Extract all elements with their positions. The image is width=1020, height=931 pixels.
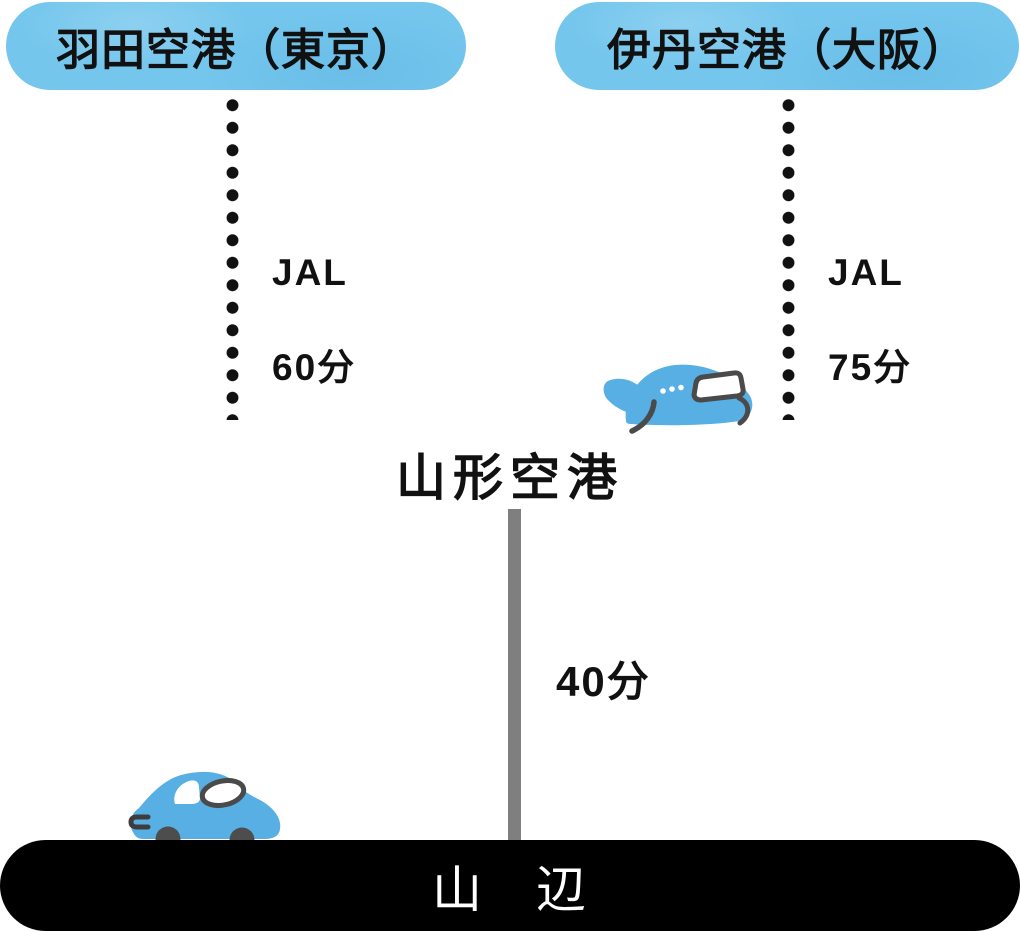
flight-route-itami-dotted-line xyxy=(782,94,795,420)
flight-route-haneda-dotted-line xyxy=(226,94,239,420)
badge-itami-airport: 伊丹空港（大阪） xyxy=(555,2,1019,90)
hub-airport-label: 山形空港 xyxy=(396,450,624,506)
flight-haneda-duration: 60分 xyxy=(272,347,357,389)
flight-itami-airline: JAL xyxy=(828,252,904,294)
drive-duration-label: 40分 xyxy=(556,658,651,705)
flight-haneda-airline: JAL xyxy=(272,252,348,294)
destination-label: 山 辺 xyxy=(432,861,588,918)
badge-haneda-airport: 羽田空港（東京） xyxy=(6,2,466,90)
badge-haneda-label: 羽田空港（東京） xyxy=(56,26,416,75)
destination-road-bar: 山 辺 xyxy=(0,840,1020,931)
flight-itami-duration: 75分 xyxy=(828,347,913,389)
flight-info-haneda: JAL 60分 xyxy=(272,202,356,439)
drive-route-line xyxy=(508,509,521,840)
airplane-icon xyxy=(597,351,759,437)
badge-itami-label: 伊丹空港（大阪） xyxy=(607,26,967,75)
flight-info-itami: JAL 75分 xyxy=(828,202,912,439)
